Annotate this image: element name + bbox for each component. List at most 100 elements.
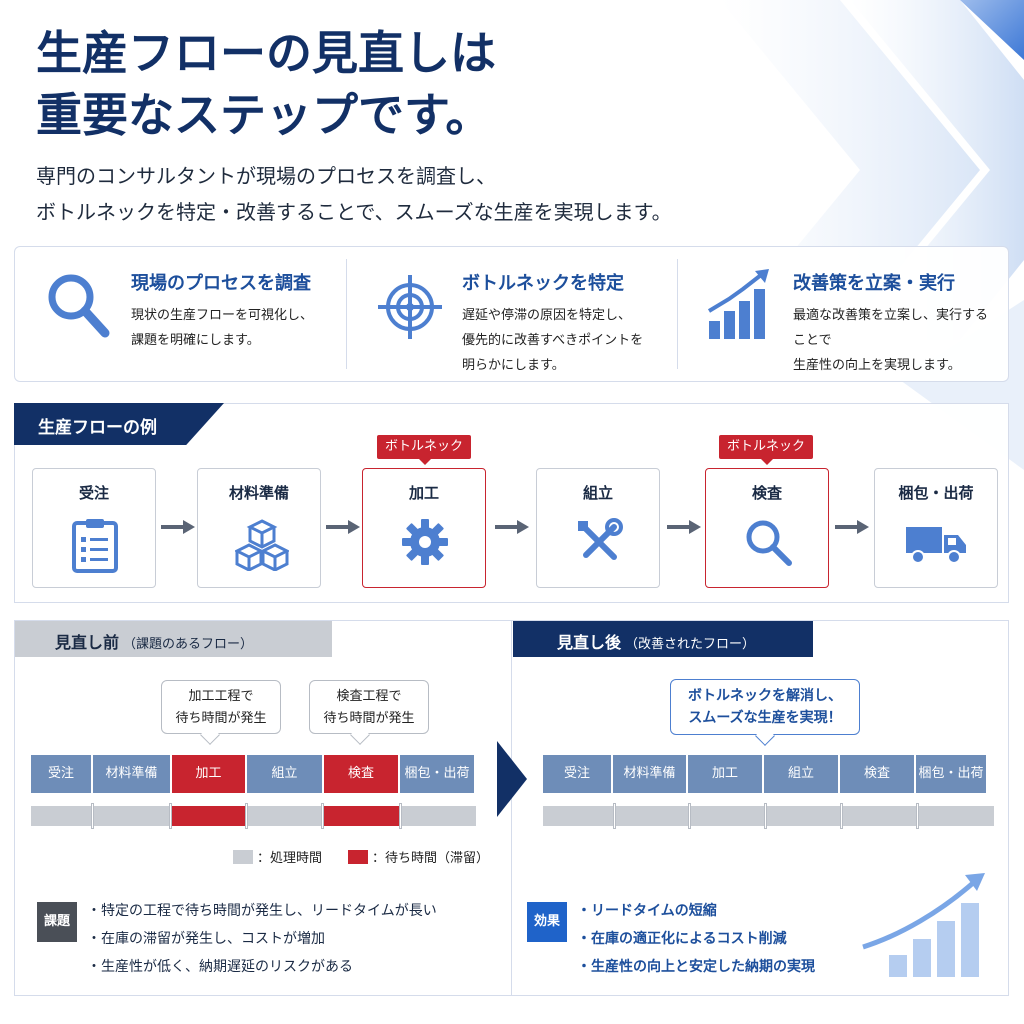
timeline-tick — [245, 803, 248, 829]
feature-desc-line: 優先的に改善すべきポイントを — [462, 333, 644, 348]
wait-time-segment — [324, 806, 400, 826]
issue-item: ・生産性が低く、納期遅延のリスクがある — [87, 959, 353, 975]
callout-line: スムーズな生産を実現！ — [688, 710, 842, 726]
growth-chart-icon — [707, 269, 769, 339]
feature-desc-line: 生産性の向上を実現します。 — [793, 358, 961, 373]
wait-time-segment — [170, 806, 246, 826]
timeline-tick — [321, 803, 324, 829]
after-step: 組立 — [764, 755, 838, 793]
before-step-bottleneck: 検査 — [324, 755, 398, 793]
target-icon — [378, 275, 442, 339]
step-label: 組立 — [582, 484, 613, 502]
feature-desc-line: 最適な改善策を立案し、実行することで — [793, 308, 989, 348]
flow-step-assembly: 組立 — [536, 468, 660, 588]
arrow-right-icon — [835, 520, 869, 534]
flow-step-shipping: 梱包・出荷 — [874, 468, 998, 588]
effect-item: ・リードタイムの短縮 — [577, 903, 717, 919]
flow-step-inspection: 検査 — [705, 468, 829, 588]
issue-item: ・特定の工程で待ち時間が発生し、リードタイムが長い — [87, 903, 437, 919]
issue-item: ・在庫の滞留が発生し、コストが増加 — [87, 931, 325, 947]
headline-line-2: 重要なステップです。 — [36, 88, 492, 142]
timeline-tick — [399, 803, 402, 829]
before-step-bar: 受注 材料準備 加工 組立 検査 梱包・出荷 — [31, 755, 474, 793]
timeline-tick — [764, 803, 767, 829]
magnifier-icon — [746, 520, 792, 566]
after-step-bar: 受注 材料準備 加工 組立 検査 梱包・出荷 — [543, 755, 986, 793]
timeline-legend: ：処理時間 ：待ち時間（滞留） — [233, 847, 489, 866]
comparison-section: 見直し前（課題のあるフロー） 加工工程で 待ち時間が発生 検査工程で 待ち時間が… — [14, 620, 1009, 996]
callout-line: 検査工程で — [336, 689, 402, 704]
effect-item: ・在庫の適正化によるコスト削減 — [577, 931, 787, 947]
feature-desc: 最適な改善策を立案し、実行することで 生産性の向上を実現します。 — [793, 303, 992, 378]
arrow-right-icon — [495, 520, 529, 534]
step-label: 梱包・出荷 — [898, 484, 974, 502]
feature-identify: ボトルネックを特定 遅延や停滞の原因を特定し、 優先的に改善すべきポイントを 明… — [346, 247, 677, 381]
intro-line-1: 専門のコンサルタントが現場のプロセスを調査し、 — [36, 164, 496, 188]
after-tab-label: 見直し後 — [557, 633, 622, 652]
after-timeline-track — [543, 803, 994, 829]
after-step: 梱包・出荷 — [916, 755, 986, 793]
callout-line: 加工工程で — [188, 689, 254, 704]
before-step: 組立 — [247, 755, 322, 793]
truck-icon — [906, 527, 966, 564]
intro-line-2: ボトルネックを特定・改善することで、スムーズな生産を実現します。 — [36, 200, 672, 224]
after-step: 受注 — [543, 755, 611, 793]
flow-step-order: 受注 — [32, 468, 156, 588]
feature-desc: 現状の生産フローを可視化し、 課題を明確にします。 — [131, 303, 313, 353]
legend-process-label: ：処理時間 — [257, 851, 323, 866]
gear-icon — [402, 519, 448, 565]
callout-line: 待ち時間が発生 — [323, 711, 415, 726]
feature-desc-line: 明らかにします。 — [462, 358, 565, 373]
timeline-tick — [916, 803, 919, 829]
intro-text: 専門のコンサルタントが現場のプロセスを調査し、 ボトルネックを特定・改善すること… — [36, 158, 672, 230]
callout-processing-wait: 加工工程で 待ち時間が発生 — [161, 680, 281, 734]
after-step: 材料準備 — [613, 755, 686, 793]
feature-improve: 改善策を立案・実行 最適な改善策を立案し、実行することで 生産性の向上を実現しま… — [677, 247, 1008, 381]
legend-swatch-process — [233, 849, 253, 864]
clipboard-icon — [72, 519, 118, 573]
callout-resolved: ボトルネックを解消し、 スムーズな生産を実現！ — [670, 679, 860, 735]
feature-title: ボトルネックを特定 — [462, 273, 624, 294]
feature-desc-line: 現状の生産フローを可視化し、 — [131, 308, 314, 323]
panel-divider — [511, 621, 512, 995]
before-timeline-track — [31, 803, 476, 829]
issue-badge: 課題 — [37, 902, 77, 942]
step-label: 材料準備 — [228, 484, 289, 502]
after-tab: 見直し後（改善されたフロー） — [513, 621, 813, 657]
magnifier-icon — [48, 274, 110, 338]
before-step: 梱包・出荷 — [400, 755, 474, 793]
boxes-icon — [235, 519, 289, 571]
timeline-tick — [613, 803, 616, 829]
flow-example-section: 生産フローの例 ボトルネック ボトルネック 受注 材料準備 加工 — [14, 403, 1009, 603]
callout-inspection-wait: 検査工程で 待ち時間が発生 — [309, 680, 429, 734]
after-step: 検査 — [840, 755, 914, 793]
before-step-bottleneck: 加工 — [172, 755, 245, 793]
before-step: 受注 — [31, 755, 91, 793]
feature-panel: 現場のプロセスを調査 現状の生産フローを可視化し、 課題を明確にします。 ボトル… — [14, 246, 1009, 382]
callout-line: 待ち時間が発生 — [175, 711, 267, 726]
before-step: 材料準備 — [93, 755, 170, 793]
feature-investigate: 現場のプロセスを調査 現状の生産フローを可視化し、 課題を明確にします。 — [15, 247, 346, 381]
transition-chevron-icon — [497, 741, 527, 817]
flow-section-tab: 生産フローの例 — [14, 403, 224, 445]
step-label: 受注 — [78, 484, 109, 502]
headline-line-1: 生産フローの見直しは — [36, 26, 496, 80]
before-tab: 見直し前（課題のあるフロー） — [15, 621, 332, 657]
timeline-tick — [169, 803, 172, 829]
timeline-tick — [91, 803, 94, 829]
effect-list: ・リードタイムの短縮 ・在庫の適正化によるコスト削減 ・生産性の向上と安定した納… — [577, 897, 815, 981]
timeline-tick — [840, 803, 843, 829]
before-tab-label: 見直し前 — [55, 633, 120, 652]
bottleneck-tag: ボトルネック — [377, 435, 471, 465]
before-tab-sub: （課題のあるフロー） — [123, 637, 254, 652]
feature-desc: 遅延や停滞の原因を特定し、 優先的に改善すべきポイントを 明らかにします。 — [462, 303, 643, 378]
feature-title: 現場のプロセスを調査 — [131, 273, 311, 294]
after-tab-sub: （改善されたフロー） — [625, 637, 756, 652]
effect-badge: 効果 — [527, 902, 567, 942]
page-headline: 生産フローの見直しは 重要なステップです。 — [36, 22, 496, 146]
legend-wait-label: ：待ち時間（滞留） — [372, 851, 490, 866]
arrow-right-icon — [326, 520, 360, 534]
growth-chart-icon — [862, 873, 985, 977]
step-label: 加工 — [408, 484, 439, 502]
timeline-tick — [688, 803, 691, 829]
